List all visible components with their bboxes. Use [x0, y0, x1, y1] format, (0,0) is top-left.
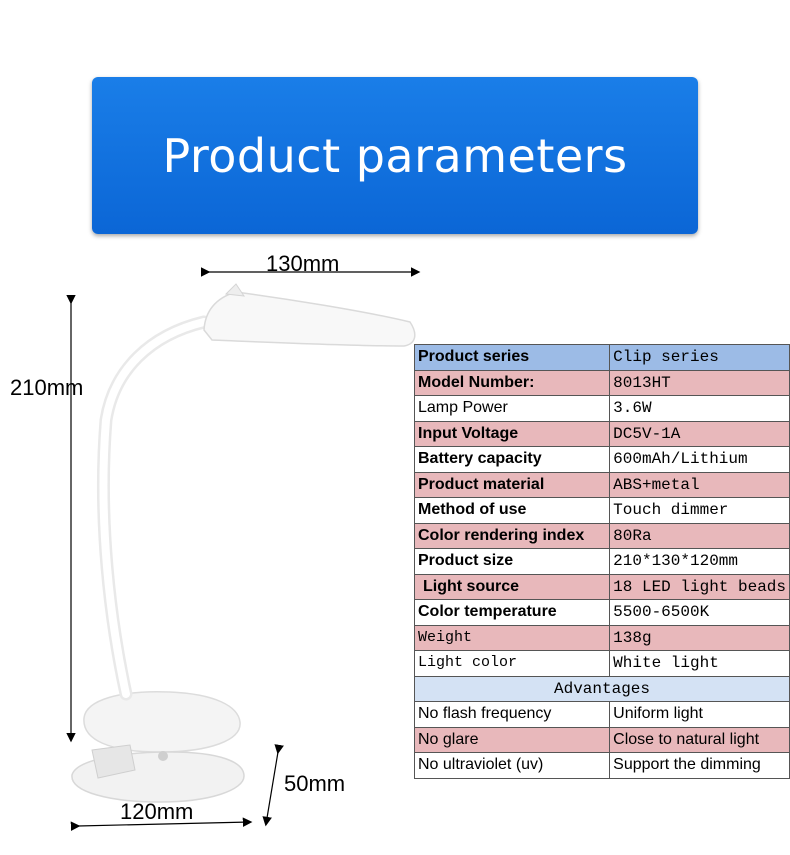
param-label: Weight: [413, 624, 611, 651]
table-row: Light source 18 LED light beads: [413, 573, 790, 600]
table-row: Product size 210*130*120mm: [413, 548, 790, 575]
lamp-illustration-icon: [71, 283, 416, 803]
table-row: Model Number: 8013HT: [413, 369, 790, 396]
title-banner: Product parameters: [92, 77, 698, 234]
table-row: Product series Clip series: [413, 344, 790, 371]
param-label: Color temperature: [413, 599, 611, 626]
param-label: Product series: [413, 344, 611, 371]
arrow-width-base: [70, 817, 253, 831]
param-value: White light: [609, 650, 790, 677]
advantage-value: Support the dimming: [609, 752, 790, 779]
table-row: Color temperature 5500-6500K: [413, 599, 790, 626]
param-value: 8013HT: [609, 369, 790, 396]
param-label: Model Number:: [413, 369, 611, 396]
param-label: Light source: [413, 573, 611, 600]
advantage-value: Close to natural light: [609, 726, 790, 753]
param-label: Product size: [413, 548, 611, 575]
param-label: Battery capacity: [413, 446, 611, 473]
param-value: 5500-6500K: [609, 599, 790, 626]
advantage-label: No ultraviolet (uv): [413, 752, 611, 779]
table-row: No ultraviolet (uv) Support the dimming: [413, 752, 790, 779]
param-value: 18 LED light beads: [609, 573, 790, 600]
param-label: Light color: [413, 650, 611, 677]
table-row: Light color White light: [413, 650, 790, 677]
param-value: 600mAh/Lithium: [609, 446, 790, 473]
param-value: DC5V-1A: [609, 420, 790, 447]
table-row: Lamp Power 3.6W: [413, 395, 790, 422]
arrow-depth: [262, 744, 284, 827]
table-row: Input Voltage DC5V-1A: [413, 420, 790, 447]
advantage-label: No flash frequency: [413, 701, 611, 728]
param-value: 80Ra: [609, 522, 790, 549]
advantages-header: Advantages: [414, 675, 790, 702]
table-row: Color rendering index 80Ra: [413, 522, 790, 549]
param-label: Method of use: [413, 497, 611, 524]
table-row: Weight 138g: [413, 624, 790, 651]
param-value: Touch dimmer: [609, 497, 790, 524]
param-label: Product material: [413, 471, 611, 498]
param-value: 3.6W: [609, 395, 790, 422]
param-label: Input Voltage: [413, 420, 611, 447]
banner-title: Product parameters: [162, 129, 628, 183]
param-value: 210*130*120mm: [609, 548, 790, 575]
param-label: Color rendering index: [413, 522, 611, 549]
table-row: Product material ABS+metal: [413, 471, 790, 498]
table-row: No glare Close to natural light: [413, 726, 790, 753]
param-value: Clip series: [609, 344, 790, 371]
dimension-depth: 50mm: [284, 771, 346, 796]
param-value: 138g: [609, 624, 790, 651]
table-row: Battery capacity 600mAh/Lithium: [413, 446, 790, 473]
param-label: Lamp Power: [413, 395, 611, 422]
advantage-label: No glare: [413, 726, 611, 753]
param-value: ABS+metal: [609, 471, 790, 498]
advantage-value: Uniform light: [609, 701, 790, 728]
parameters-table: Product series Clip series Model Number:…: [413, 344, 790, 779]
table-row: No flash frequency Uniform light: [413, 701, 790, 728]
table-row: Advantages: [414, 675, 790, 702]
table-row: Method of use Touch dimmer: [413, 497, 790, 524]
